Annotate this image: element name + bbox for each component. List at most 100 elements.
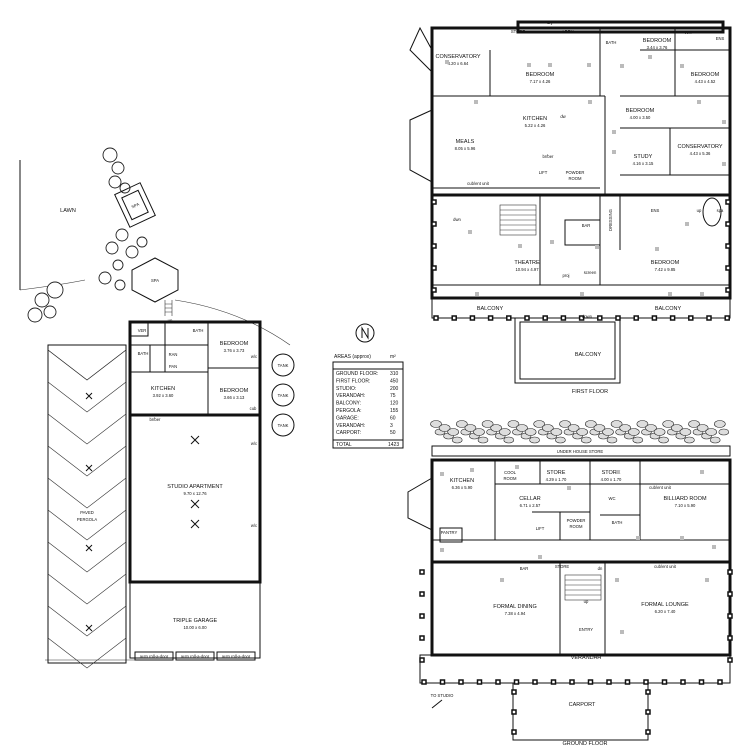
- column: [727, 591, 733, 597]
- svg-text:6.20 x 7.40: 6.20 x 7.40: [655, 609, 676, 614]
- svg-text:TOTAL: TOTAL: [336, 442, 352, 448]
- fixture-marker: [440, 548, 444, 552]
- balcony-columns: [431, 199, 731, 321]
- svg-text:BALCONY: BALCONY: [477, 306, 504, 312]
- area-row-value: 60: [390, 415, 396, 421]
- rock: [464, 424, 477, 432]
- column: [513, 679, 520, 685]
- rock: [498, 428, 511, 436]
- pergola-beam: [47, 445, 127, 477]
- svg-text:4.20 x 6.64: 4.20 x 6.64: [448, 61, 469, 66]
- svg-text:BEDROOM: BEDROOM: [651, 260, 680, 266]
- fixture-marker: [515, 465, 519, 469]
- area-row-value: 3: [390, 423, 393, 429]
- fixture-marker: [722, 120, 726, 124]
- stair: [499, 204, 537, 236]
- svg-text:3.66 x 3.13: 3.66 x 3.13: [224, 395, 245, 400]
- fixture-marker: [700, 470, 704, 474]
- column: [524, 315, 530, 321]
- svg-text:8.05 x 5.96: 8.05 x 5.96: [455, 146, 476, 151]
- svg-text:TANK: TANK: [278, 393, 289, 398]
- tree-icon: [112, 259, 124, 271]
- fixture-marker: [587, 63, 591, 67]
- area-row-label: PERGOLA:: [336, 408, 362, 414]
- rock: [636, 420, 649, 428]
- svg-text:STORE: STORE: [555, 564, 570, 569]
- rock: [645, 424, 657, 432]
- rock: [662, 420, 675, 428]
- svg-text:THEATRE: THEATRE: [514, 260, 540, 266]
- svg-text:PAVED: PAVED: [80, 510, 94, 515]
- svg-text:up: up: [697, 208, 702, 213]
- svg-text:dry: dry: [547, 20, 554, 25]
- svg-text:7.17 x 4.26: 7.17 x 4.26: [530, 79, 551, 84]
- area-row-label: GROUND FLOOR:: [336, 371, 378, 377]
- lawn-label: LAWN: [60, 208, 76, 214]
- svg-text:KITCHEN: KITCHEN: [523, 116, 547, 122]
- areas-table: AREAS (approx) m² GROUND FLOOR:310FIRST …: [332, 354, 404, 449]
- svg-text:ROOM: ROOM: [503, 476, 517, 481]
- svg-text:MEALS: MEALS: [456, 139, 475, 145]
- fixture-marker: [538, 555, 542, 559]
- tree-icon: [108, 175, 122, 189]
- svg-text:auto roll-a-door: auto roll-a-door: [140, 654, 169, 659]
- column: [431, 221, 437, 227]
- svg-text:TANK: TANK: [278, 423, 289, 428]
- tree-icon: [102, 147, 118, 163]
- rock-wall: [430, 420, 730, 444]
- svg-text:DRESSING: DRESSING: [608, 209, 613, 231]
- svg-text:up: up: [584, 599, 589, 604]
- svg-text:BATH: BATH: [606, 40, 617, 45]
- column: [633, 315, 639, 321]
- rock: [576, 428, 589, 436]
- rock: [619, 424, 632, 432]
- fixture-marker: [697, 100, 701, 104]
- column: [578, 315, 585, 321]
- verandah-columns: [419, 569, 733, 735]
- column: [431, 287, 437, 293]
- svg-text:3.76 x 3.73: 3.76 x 3.73: [224, 348, 245, 353]
- rock: [503, 436, 515, 444]
- svg-text:auto roll-a-door: auto roll-a-door: [222, 654, 251, 659]
- column: [431, 199, 437, 205]
- svg-text:STORE: STORE: [511, 29, 526, 34]
- tree-icon: [111, 161, 125, 175]
- area-row-label: BALCONY:: [336, 401, 361, 407]
- area-row-value: 155: [390, 408, 399, 414]
- svg-text:spa: spa: [717, 208, 724, 213]
- column: [727, 657, 733, 663]
- svg-text:BEDROOM: BEDROOM: [526, 72, 555, 78]
- area-row-label: CARPORT:: [336, 430, 361, 436]
- fixture-marker: [440, 472, 444, 476]
- svg-text:TO STUDIO: TO STUDIO: [431, 693, 454, 698]
- svg-text:7.38 x 4.94: 7.38 x 4.94: [505, 611, 526, 616]
- svg-text:STUDIO APARTMENT: STUDIO APARTMENT: [167, 484, 223, 490]
- column: [725, 265, 731, 271]
- column: [487, 315, 494, 321]
- column: [433, 315, 439, 321]
- svg-text:FIRST FLOOR: FIRST FLOOR: [572, 389, 608, 395]
- svg-text:POWDER: POWDER: [567, 518, 586, 523]
- svg-text:CELLAR: CELLAR: [519, 496, 540, 502]
- svg-text:PERGOLA: PERGOLA: [77, 517, 97, 522]
- rock: [507, 420, 520, 428]
- rock: [455, 420, 468, 428]
- pergola-beam: [47, 349, 127, 381]
- column: [419, 657, 425, 663]
- fixture-marker: [668, 292, 672, 296]
- column: [476, 679, 483, 685]
- tree-icon: [27, 307, 43, 323]
- column: [645, 689, 651, 695]
- svg-text:LIFT: LIFT: [536, 526, 545, 531]
- spa-tub: [702, 197, 722, 227]
- rock: [709, 436, 721, 444]
- area-row-value: 310: [390, 371, 399, 377]
- svg-text:CARPORT: CARPORT: [569, 702, 596, 708]
- tree-icon: [115, 228, 129, 242]
- column: [724, 315, 730, 321]
- rock: [632, 436, 644, 444]
- fixture-marker: [722, 162, 726, 166]
- svg-text:screen: screen: [584, 270, 597, 275]
- column: [698, 679, 705, 685]
- svg-text:CONSERVATORY: CONSERVATORY: [677, 144, 722, 150]
